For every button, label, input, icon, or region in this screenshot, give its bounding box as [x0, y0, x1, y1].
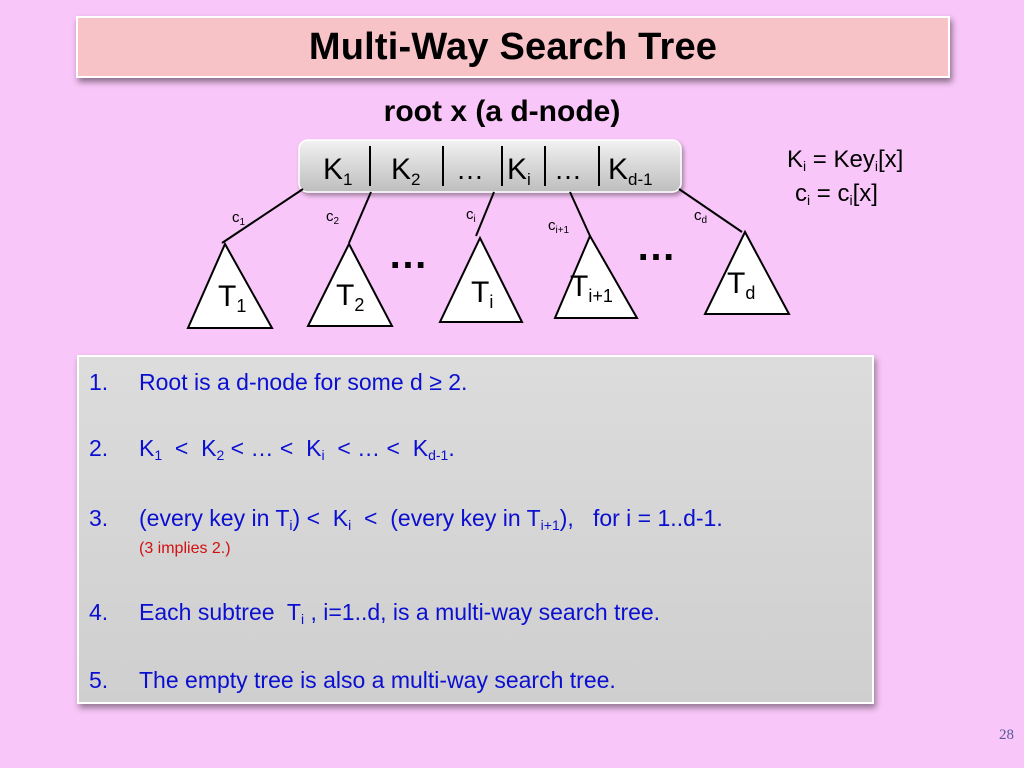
ellipsis: … [636, 225, 676, 269]
child-edge [475, 191, 495, 237]
title-bar: Multi-Way Search Tree [76, 16, 950, 78]
edge-label: ci [466, 206, 476, 225]
legend-child: ci = ci[x] [795, 180, 878, 208]
rule-3: 3.(every key in Ti) < Ki < (every key in… [89, 505, 723, 533]
subtree-label: Td [727, 267, 755, 303]
subtree-label: Ti+1 [570, 270, 613, 306]
slide-title: Multi-Way Search Tree [308, 25, 718, 68]
node-key: … [456, 154, 484, 185]
node-key: … [554, 154, 582, 185]
child-edge [569, 191, 591, 237]
rule-4: 4.Each subtree Ti , i=1..d, is a multi-w… [89, 599, 661, 627]
node-key: K1 [323, 153, 352, 189]
ellipsis: … [388, 233, 428, 277]
subtree-label: T1 [218, 280, 246, 316]
edge-label: c1 [232, 209, 246, 228]
subtree-label: Ti [471, 276, 493, 312]
subtree-triangle [553, 233, 639, 319]
page-number: 28 [999, 727, 1014, 743]
root-label: root x (a d-node) [383, 95, 621, 128]
subtree-triangle [703, 229, 791, 315]
tree-diagram: K1 K2 … Ki … Kd-1 c1 c2 ci ci+1 cd T1 T2… [186, 139, 791, 329]
edge-label: ci+1 [548, 217, 570, 236]
root-node [298, 139, 682, 193]
subtree-label: T2 [336, 279, 364, 315]
child-edge [348, 191, 372, 244]
subtree-triangle [306, 241, 394, 327]
legend-key: Ki = Keyi[x] [787, 146, 904, 174]
rule-1: 1.Root is a d-node for some d ≥ 2. [89, 369, 468, 395]
subtree-triangle [186, 241, 274, 329]
child-edge [221, 188, 304, 244]
rules-box: 1.Root is a d-node for some d ≥ 2. 2.K1 … [77, 355, 874, 704]
edge-label: cd [694, 207, 707, 226]
rule-2: 2.K1 < K2 < … < Ki < … < Kd-1. [89, 435, 455, 463]
node-key: Ki [507, 153, 531, 189]
rule-3-note: (3 implies 2.) [139, 540, 231, 557]
child-edge [678, 188, 743, 233]
rule-5: 5.The empty tree is also a multi-way sea… [89, 667, 616, 693]
node-key: Kd-1 [608, 153, 653, 189]
edge-label: c2 [326, 208, 340, 227]
node-key: K2 [391, 153, 420, 189]
subtree-triangle [438, 235, 524, 323]
